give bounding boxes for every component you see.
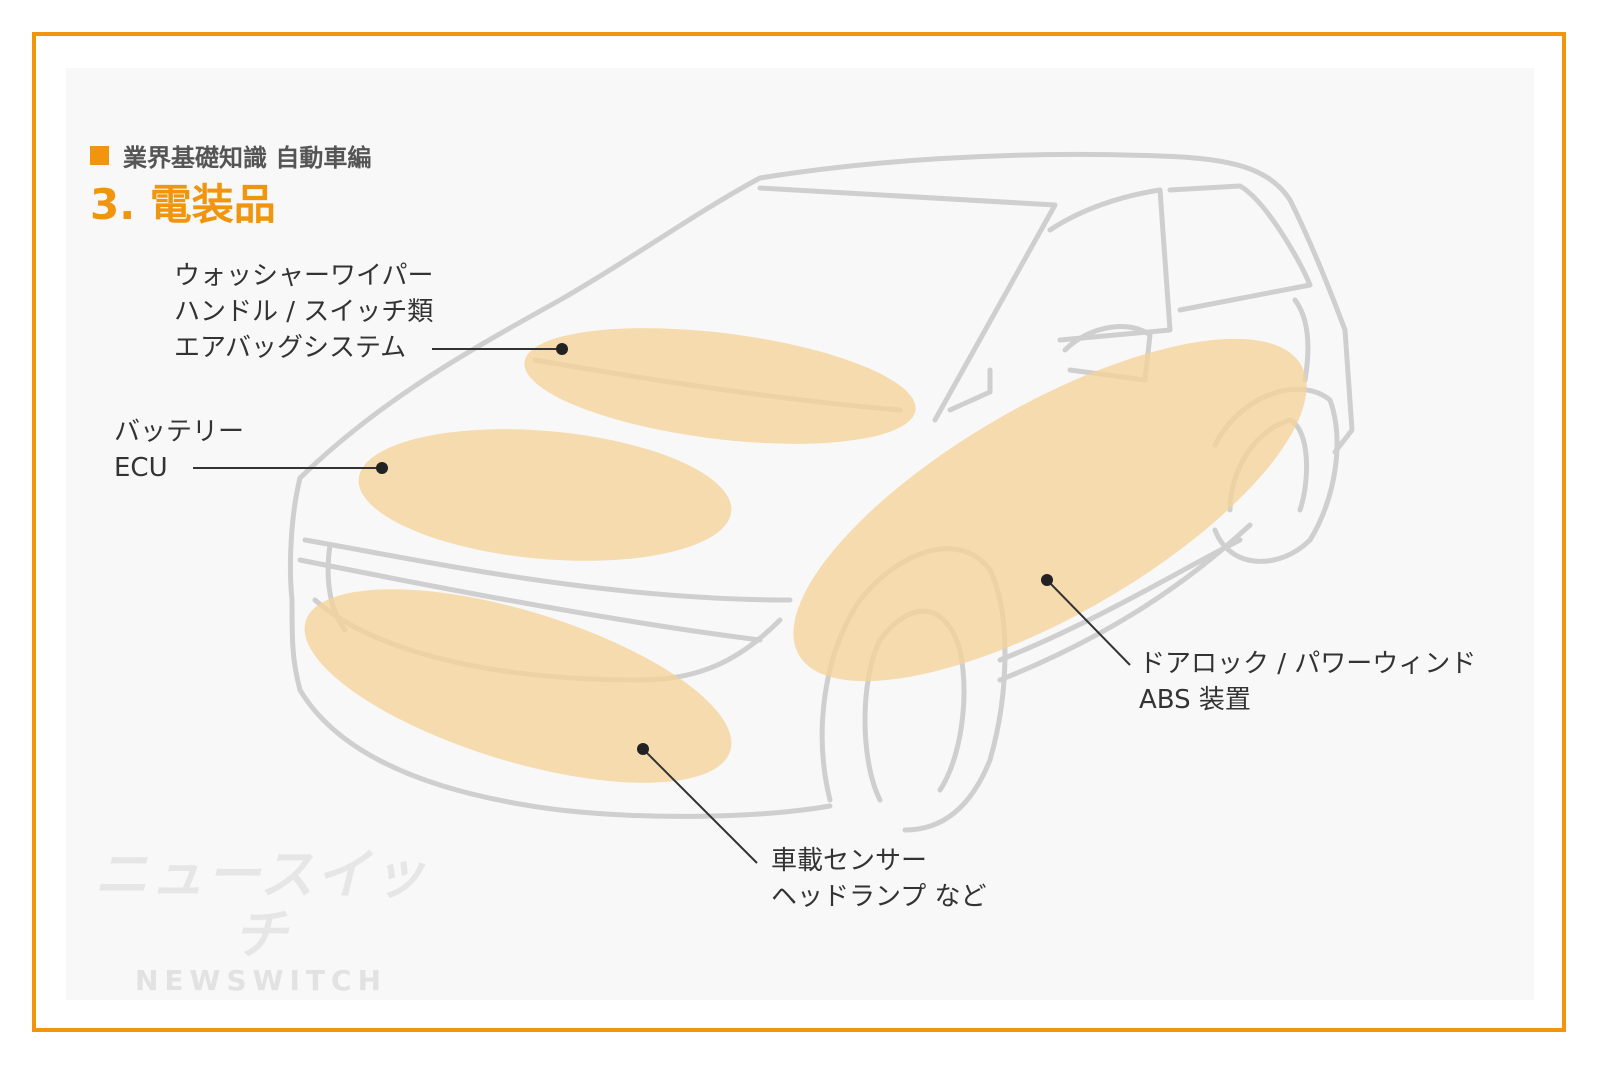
label-cabin: ウォッシャーワイパー ハンドル / スイッチ類 エアバッグシステム (174, 258, 433, 366)
car-pillar (947, 367, 993, 413)
label-front-line: ヘッドランプ など (771, 882, 987, 912)
page-title: 3. 電装品 (90, 180, 276, 229)
marker-engine (376, 462, 388, 474)
car-rocker-line (997, 537, 1243, 663)
label-front-line: 車載センサー (771, 846, 928, 876)
car-bumper-line (297, 557, 763, 643)
section-subtitle: 業界基礎知識 自動車編 (90, 140, 372, 172)
car-body-lower-outline (287, 475, 833, 819)
label-engine: バッテリー ECU (114, 414, 244, 486)
label-side-line: ドアロック / パワーウィンド (1139, 649, 1477, 679)
marker-side (1041, 574, 1053, 586)
highlight-side (793, 338, 1307, 682)
accent-square-icon (90, 145, 109, 165)
label-cabin-line: エアバッグシステム (174, 333, 407, 363)
car-mirror (1062, 324, 1153, 383)
car-windshield (757, 185, 1058, 423)
label-side: ドアロック / パワーウィンド ABS 装置 (1139, 646, 1476, 718)
car-roof-outline (297, 151, 1355, 481)
highlight-cabin (524, 328, 916, 444)
marker-front (637, 743, 649, 755)
label-cabin-line: ハンドル / スイッチ類 (174, 297, 434, 327)
car-window-rear (1167, 183, 1313, 313)
label-front: 車載センサー ヘッドランプ など (771, 843, 987, 915)
diagram-background (66, 68, 1534, 1000)
label-cabin-line: ウォッシャーワイパー (174, 261, 434, 291)
car-window-front (1047, 187, 1173, 343)
highlight-front (304, 589, 732, 783)
watermark-jp: ニュースイッチ (94, 843, 428, 966)
subtitle-text: 業界基礎知識 自動車編 (123, 143, 372, 172)
marker-cabin (556, 343, 568, 355)
label-engine-line: ECU (114, 453, 168, 483)
leader-side (1046, 579, 1131, 666)
car-rear-line (1292, 297, 1311, 383)
highlight-engine (358, 429, 732, 561)
watermark-en: NEWSWITCH (135, 964, 387, 997)
outer-frame (32, 32, 1566, 1032)
label-engine-line: バッテリー (114, 417, 245, 447)
watermark-logo: ニュースイッチ NEWSWITCH (76, 845, 446, 997)
label-side-line: ABS 装置 (1139, 685, 1251, 715)
leader-front (642, 748, 758, 864)
car-front-grille (302, 537, 793, 603)
